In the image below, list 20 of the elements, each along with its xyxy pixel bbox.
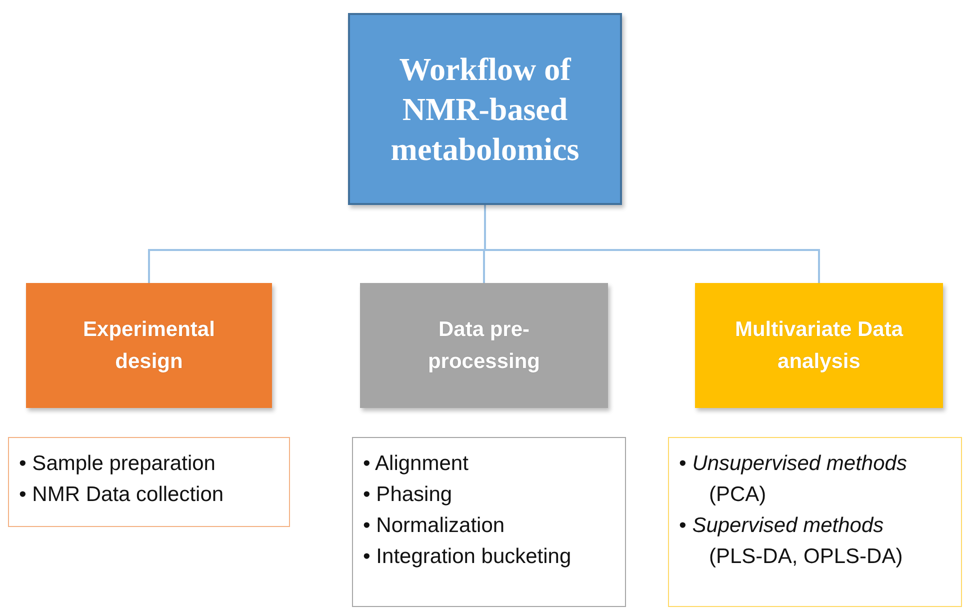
list-box <box>352 437 626 607</box>
title-box <box>348 13 622 205</box>
category-label: Data pre-processing <box>426 316 542 374</box>
category-box <box>360 283 608 408</box>
category-label: Experimental design <box>82 316 216 374</box>
connector-line <box>484 205 820 283</box>
bullet-item: • Unsupervised methods (PCA) <box>679 451 908 508</box>
bullet-item: • NMR Data collection <box>19 482 225 508</box>
title-text: Workflow of NMR-based metabolomics <box>390 50 580 169</box>
bullet-item: • Sample preparation <box>19 451 216 477</box>
list-box <box>8 437 290 527</box>
bullet-item: • Alignment <box>363 451 470 477</box>
category-box <box>695 283 943 408</box>
bullet-item: • Integration bucketing <box>363 544 572 570</box>
category-label: Multivariate Data analysis <box>734 316 904 374</box>
bullet-item: • Phasing <box>363 482 454 508</box>
category-box <box>26 283 272 408</box>
bullet-item: • Supervised methods (PLS-DA, OPLS-DA) <box>679 513 904 570</box>
list-box <box>668 437 962 607</box>
bullet-item: • Normalization <box>363 513 506 539</box>
